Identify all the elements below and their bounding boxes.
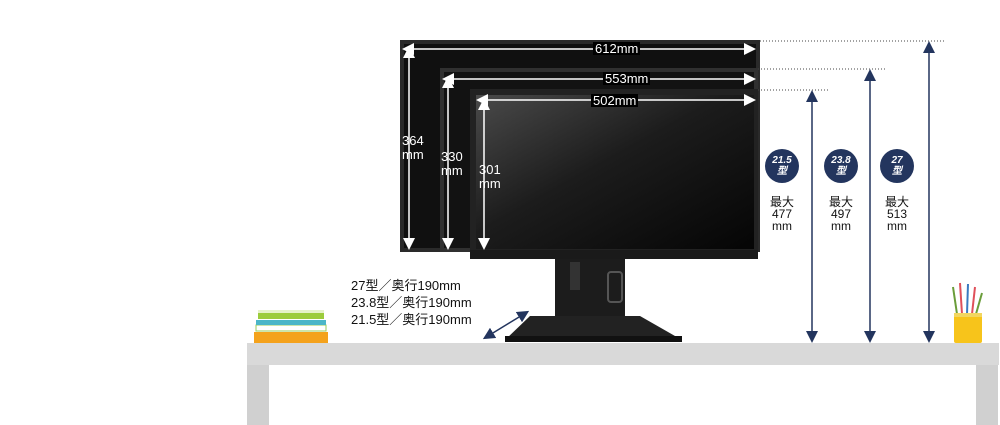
badge-size-27: 27 [891,155,903,166]
max-unit-27: mm [887,219,907,233]
max-value-21-5: 477 [771,207,793,221]
height-unit-21-5: mm [479,176,501,191]
width-label-27: 612mm [593,41,641,56]
max-unit-21-5: mm [772,219,792,233]
height-value-27: 364 [402,133,424,148]
height-value-23-8: 330 [441,149,463,164]
max-value-27: 513 [886,207,908,221]
max-prefix-27: 最大 [884,195,909,209]
max-label-21-5: 最大 477 mm [762,196,802,232]
width-label-23-8: 553mm [603,71,651,86]
max-unit-23-8: mm [831,219,851,233]
height-value-21-5: 301 [479,162,501,177]
height-label-21-5: 301 mm [479,163,501,191]
badge-23-8: 23.8 型 [824,149,858,183]
depth-line-27: 27型／奥行190mm [351,278,461,293]
monitor-21-5 [470,89,758,259]
badge-suffix-23-8: 型 [836,166,846,177]
max-prefix-23-8: 最大 [828,195,853,209]
max-label-23-8: 最大 497 mm [821,196,861,232]
badge-21-5: 21.5 型 [765,149,799,183]
depth-line-21-5: 21.5型／奥行190mm [351,312,472,327]
badge-27: 27 型 [880,149,914,183]
height-unit-27: mm [402,147,424,162]
max-value-23-8: 497 [830,207,852,221]
books-illustration [254,310,328,343]
badge-size-23-8: 23.8 [831,155,851,166]
badge-suffix-27: 型 [892,166,902,177]
height-label-27: 364 mm [402,134,424,162]
depth-line-23-8: 23.8型／奥行190mm [351,295,472,310]
badge-size-21-5: 21.5 [772,155,792,166]
pen-holder-illustration [952,282,983,343]
max-prefix-21-5: 最大 [769,195,794,209]
desk [247,343,999,425]
badge-suffix-21-5: 型 [777,166,787,177]
height-unit-23-8: mm [441,163,463,178]
monitor-stand [505,258,682,342]
height-label-23-8: 330 mm [441,150,463,178]
max-label-27: 最大 513 mm [877,196,917,232]
width-label-21-5: 502mm [591,93,639,108]
depth-arrow [482,310,530,340]
